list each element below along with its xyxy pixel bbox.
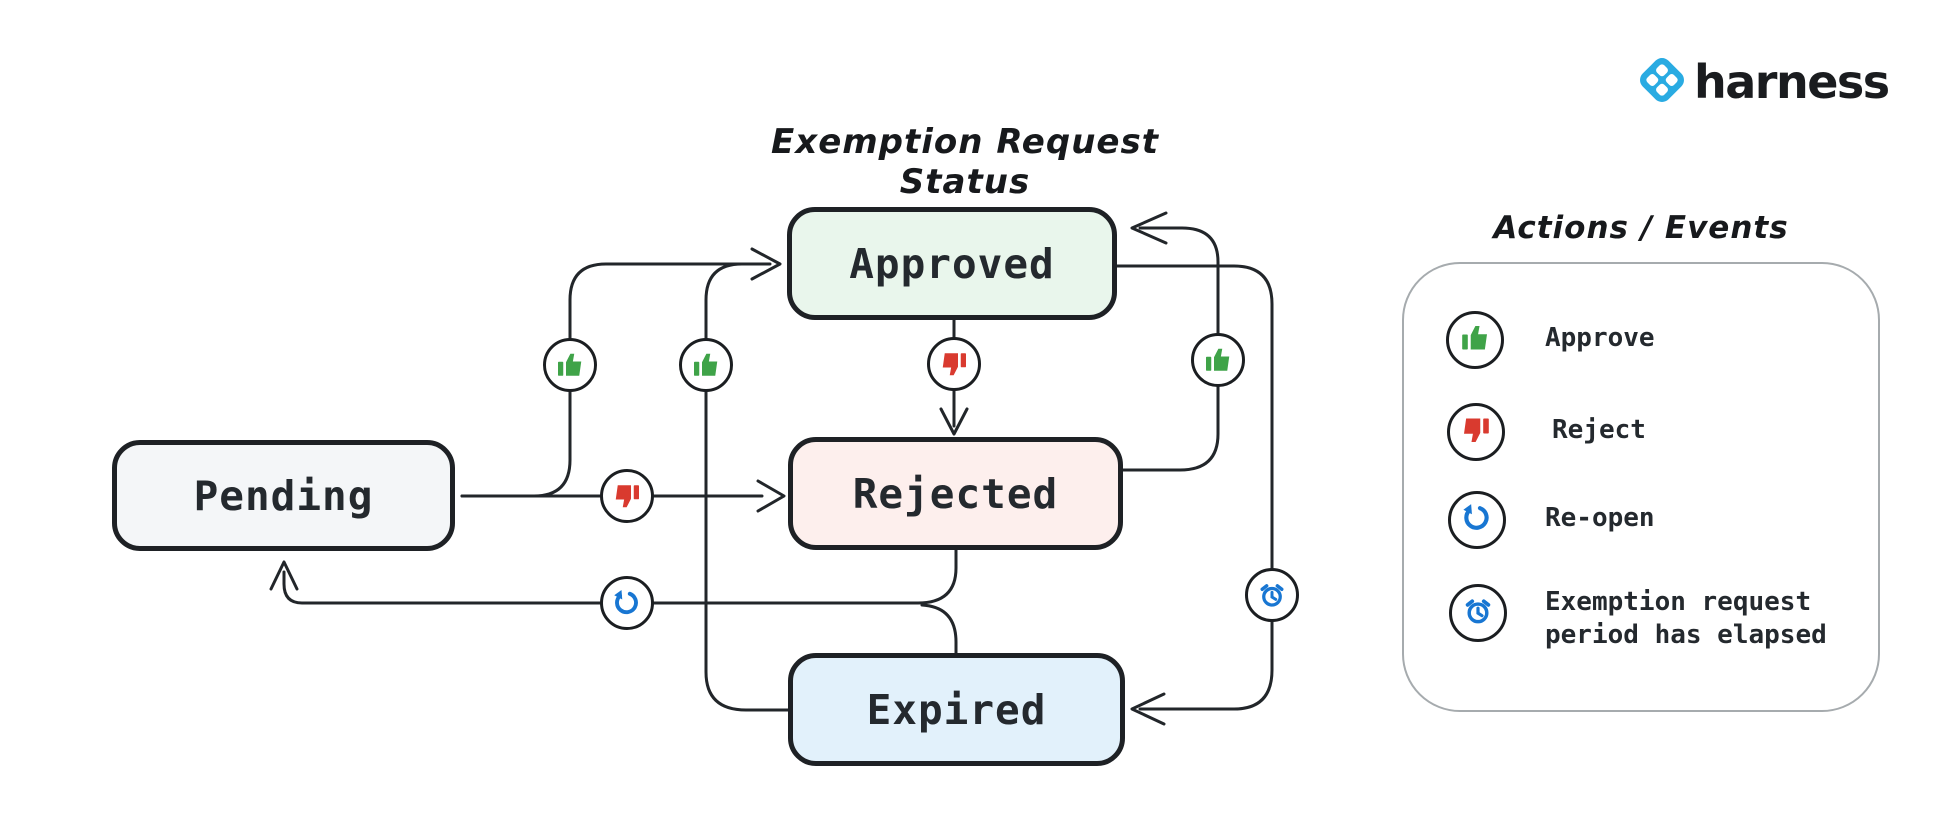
reopen-badge: [600, 576, 654, 630]
reopen-icon: [1461, 502, 1493, 538]
legend-elapsed-icon: [1449, 584, 1507, 642]
legend-reject-label: Reject: [1552, 415, 1646, 445]
legend-approve-label: Approve: [1545, 323, 1655, 353]
thumbs-down-icon: [1460, 414, 1492, 450]
reject-badge-pending: [600, 469, 654, 523]
elapsed-badge: [1245, 568, 1299, 622]
thumbs-down-icon: [612, 481, 642, 511]
approve-badge-pending: [543, 338, 597, 392]
reject-badge-approved: [927, 337, 981, 391]
thumbs-up-icon: [555, 350, 585, 380]
state-pending-label: Pending: [193, 471, 374, 520]
approve-badge-expired: [679, 338, 733, 392]
page-title: Exemption Request Status: [771, 122, 1159, 202]
state-approved: Approved: [787, 207, 1117, 320]
harness-logo-mark-icon: [1632, 50, 1692, 114]
thumbs-down-icon: [939, 349, 969, 379]
thumbs-up-icon: [1459, 322, 1491, 358]
edge-approved-expired: [1115, 264, 1274, 726]
legend-reject-icon: [1447, 403, 1505, 461]
state-expired: Expired: [788, 653, 1125, 766]
state-pending: Pending: [112, 440, 455, 551]
edge-pending-approved: [460, 247, 782, 498]
state-expired-label: Expired: [866, 685, 1047, 734]
edge-rejected-pending: [269, 548, 958, 605]
legend-approve-icon: [1446, 311, 1504, 369]
legend-elapsed-label: Exemption request period has elapsed: [1545, 587, 1827, 650]
thumbs-up-icon: [1203, 345, 1233, 375]
legend-title: Actions / Events: [1493, 210, 1789, 246]
state-approved-label: Approved: [849, 239, 1055, 288]
legend-reopen-icon: [1448, 491, 1506, 549]
reopen-icon: [612, 588, 642, 618]
state-rejected: Rejected: [788, 437, 1123, 550]
edge-expired-approved: [704, 262, 790, 712]
state-rejected-label: Rejected: [852, 469, 1059, 518]
legend-reopen-label: Re-open: [1545, 503, 1655, 533]
harness-logo-text: harness: [1694, 55, 1890, 109]
edge-expired-pending: [920, 603, 958, 657]
thumbs-up-icon: [691, 350, 721, 380]
edge-rejected-approved: [1121, 211, 1220, 472]
harness-logo: harness: [1632, 50, 1890, 114]
alarm-clock-icon: [1257, 580, 1287, 610]
alarm-clock-icon: [1462, 595, 1494, 631]
approve-badge-rejected: [1191, 333, 1245, 387]
